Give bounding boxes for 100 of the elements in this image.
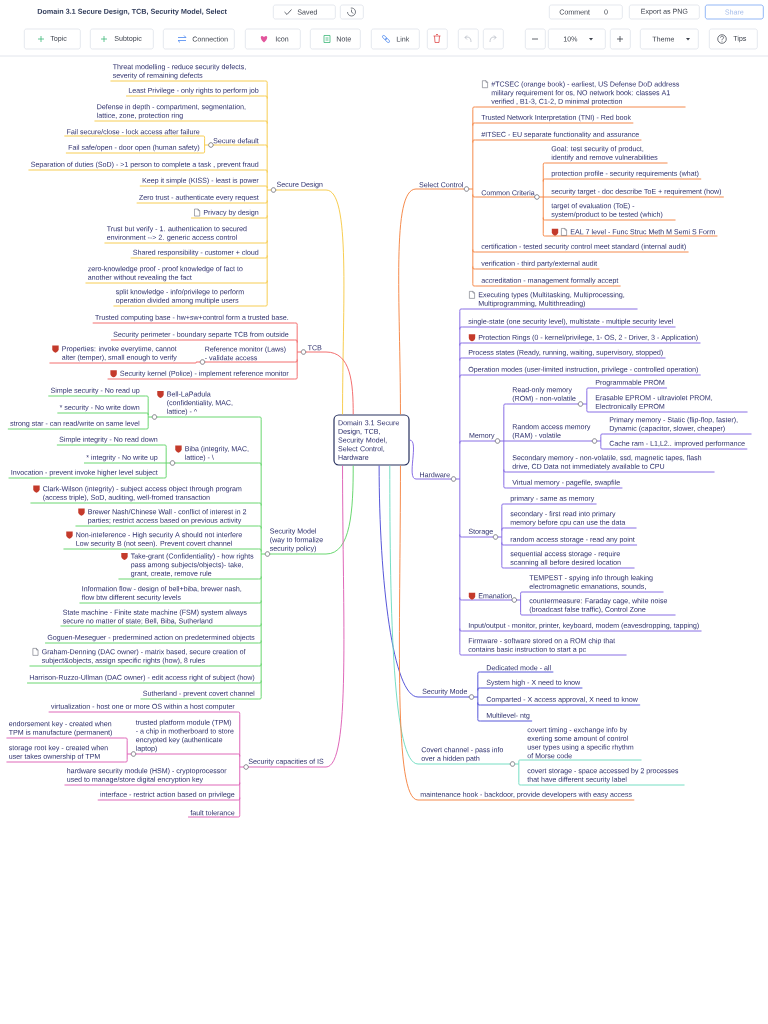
connector-line <box>459 534 467 538</box>
connector-line <box>260 144 268 148</box>
connector-line <box>477 671 485 675</box>
connector-line <box>120 759 128 763</box>
connector-line <box>260 303 268 307</box>
trunk-line <box>296 325 302 377</box>
connector-line <box>120 737 128 741</box>
connector-line <box>159 444 167 448</box>
connector-line <box>518 759 526 763</box>
connector-line <box>459 374 467 378</box>
connector-line <box>459 308 467 312</box>
connector-line <box>501 565 509 569</box>
connector-line <box>290 322 298 326</box>
branch-line <box>389 465 419 765</box>
connector-line <box>260 120 268 124</box>
connector-line <box>260 169 268 173</box>
connector-line <box>201 135 206 139</box>
connector-line <box>459 440 467 444</box>
connector-line <box>477 687 485 691</box>
connector-line <box>542 233 550 237</box>
connector-line <box>260 80 268 84</box>
branch-line <box>325 465 345 768</box>
connector-line <box>472 194 480 198</box>
connector-line <box>472 139 480 143</box>
connector-line <box>459 652 467 656</box>
connector-line <box>542 217 550 221</box>
connector-line <box>290 359 298 363</box>
trunk-line <box>239 714 245 815</box>
connector-line <box>256 640 262 644</box>
connector-line <box>472 122 480 126</box>
connector-line <box>472 249 480 253</box>
branch-line <box>325 351 354 415</box>
connector-line <box>472 283 480 287</box>
connector-line <box>501 542 509 546</box>
connector-line <box>477 702 485 706</box>
connector-line <box>503 485 511 489</box>
connector-line <box>256 416 262 420</box>
connector-line <box>542 178 550 182</box>
trunk-line <box>468 109 474 284</box>
connector-line <box>236 782 241 786</box>
trunk-line <box>497 506 503 566</box>
branch-line <box>325 465 354 555</box>
connector-line <box>600 433 608 437</box>
trunk-line <box>516 594 522 613</box>
connector-line <box>260 95 268 99</box>
connector-line <box>472 106 480 110</box>
connector-line <box>256 663 262 667</box>
trunk-line <box>126 740 132 760</box>
connector-line <box>141 412 149 416</box>
connector-line <box>256 462 262 466</box>
connector-line <box>477 718 485 722</box>
branch-line <box>399 465 419 801</box>
connector-line <box>236 814 241 818</box>
connector-line <box>520 591 528 595</box>
connector-line <box>600 446 608 450</box>
connector-line <box>459 326 467 330</box>
connector-line <box>459 597 467 601</box>
connector-line <box>236 711 241 715</box>
branch-line <box>378 465 419 698</box>
trunk-line <box>147 398 153 427</box>
connector-line <box>472 266 480 270</box>
connector-line <box>159 462 167 464</box>
connector-line <box>586 409 594 413</box>
connector-line <box>459 357 467 361</box>
branch-line <box>409 439 417 480</box>
connector-line <box>256 576 262 580</box>
connector-line <box>256 696 262 700</box>
trunk-line <box>596 436 602 447</box>
trunk-line <box>266 83 272 304</box>
connector-line <box>256 680 262 684</box>
trunk-line <box>165 447 171 476</box>
connector-line <box>260 200 268 204</box>
connector-line <box>260 240 268 244</box>
connector-line <box>501 503 509 507</box>
connector-line <box>260 255 268 259</box>
connector-line <box>520 612 528 616</box>
connector-line <box>586 387 594 391</box>
connector-line <box>189 361 201 364</box>
connector-line <box>459 342 467 346</box>
connector-line <box>503 440 511 442</box>
connector-line <box>501 527 509 531</box>
connector-line <box>290 339 298 343</box>
connector-line <box>256 623 262 627</box>
trunk-line <box>204 138 210 151</box>
connector-line <box>141 426 149 430</box>
trunk-line <box>514 761 520 783</box>
connector-line <box>260 215 268 219</box>
trunk-line <box>538 165 544 234</box>
connector-line <box>542 196 550 198</box>
trunk-line <box>455 311 461 653</box>
branch-line <box>325 189 345 415</box>
connector-line <box>290 376 298 380</box>
connector-line <box>503 403 511 407</box>
connector-line <box>256 600 262 604</box>
connector-line <box>518 782 526 786</box>
connector-line <box>459 628 467 632</box>
connector-line <box>201 150 206 154</box>
connector-line <box>260 280 268 284</box>
connector-line <box>141 395 149 399</box>
connector-line <box>256 525 262 529</box>
